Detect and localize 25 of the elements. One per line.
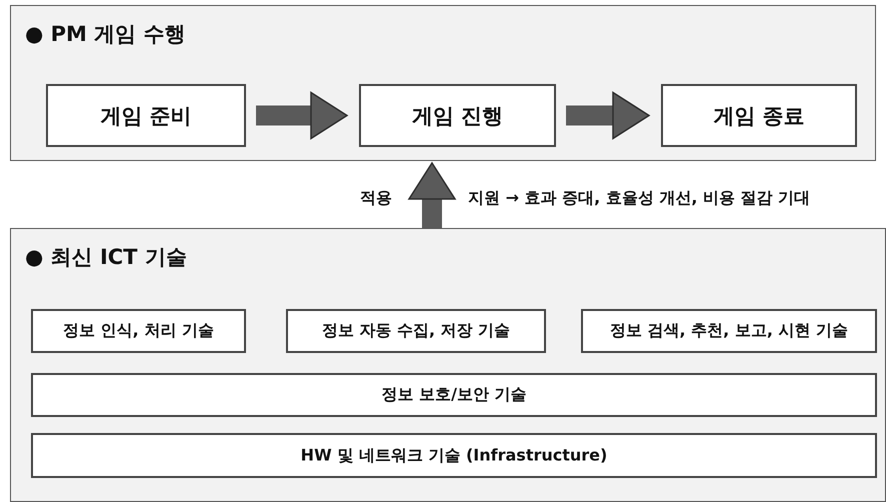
process-box bbox=[46, 84, 246, 147]
process-box bbox=[359, 84, 556, 147]
box-label: 정보 자동 수집, 저장 기술 bbox=[320, 320, 512, 342]
note-text: 지원 → 효과 증대, 효율성 개선, 비용 절감 기대 bbox=[468, 188, 810, 209]
box-label: 정보 검색, 추천, 보고, 시현 기술 bbox=[608, 320, 850, 342]
process-box bbox=[661, 84, 857, 147]
process-box bbox=[581, 309, 877, 353]
section-title: ● 최신 ICT 기술 bbox=[25, 244, 187, 271]
block-arrow bbox=[408, 162, 456, 228]
block-arrow bbox=[566, 92, 650, 140]
box-label: 게임 종료 bbox=[712, 102, 806, 130]
section-panel bbox=[10, 228, 886, 502]
process-box bbox=[31, 309, 246, 353]
process-box bbox=[31, 433, 877, 478]
section-panel bbox=[10, 5, 876, 161]
block-arrow bbox=[256, 92, 348, 140]
box-label: 정보 보호/보안 기술 bbox=[380, 384, 528, 406]
process-box bbox=[31, 373, 877, 417]
box-label: 정보 인식, 처리 기술 bbox=[62, 320, 215, 342]
box-label: 게임 준비 bbox=[99, 102, 193, 130]
box-label: HW 및 네트워크 기술 (Infrastructure) bbox=[300, 445, 608, 466]
note-text: 적용 bbox=[360, 188, 392, 209]
process-box bbox=[286, 309, 546, 353]
box-label: 게임 진행 bbox=[410, 102, 504, 130]
section-title: ● PM 게임 수행 bbox=[25, 21, 186, 48]
